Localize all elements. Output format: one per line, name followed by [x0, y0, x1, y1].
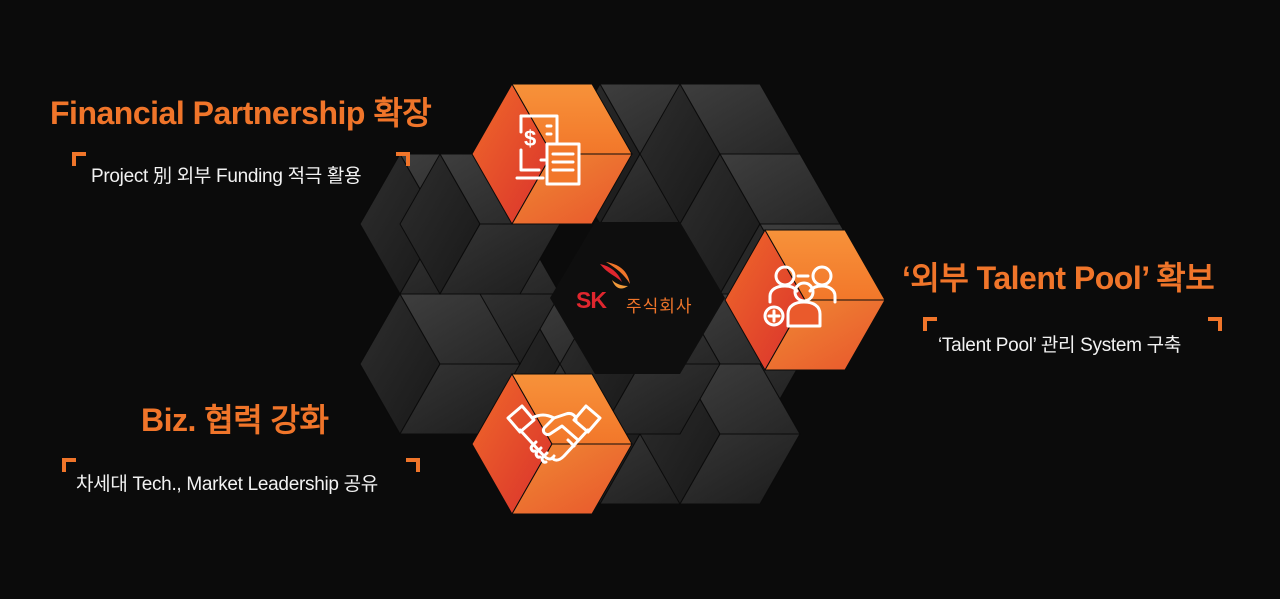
cube-face: [511, 373, 633, 445]
brand-name: SK: [576, 287, 607, 313]
company-name: 주식회사: [626, 297, 693, 316]
block-talent-subtitle: ‘Talent Pool’ 관리 System 구축: [938, 335, 1182, 356]
bracket-right: [396, 152, 410, 166]
svg-text:$: $: [524, 126, 536, 151]
bracket-right: [406, 458, 420, 472]
orange-cube: [471, 82, 633, 226]
butterfly-icon: [600, 262, 630, 289]
handshake-icon: [506, 404, 602, 464]
sk-logo: SK 주식회사: [576, 262, 706, 322]
block-biz-subtitle: 차세대 Tech., Market Leadership 공유: [76, 474, 378, 495]
bracket-left: [62, 458, 76, 472]
cube-face: [511, 83, 633, 155]
block-biz-title: Biz. 협력 강화: [141, 402, 329, 438]
people-add-icon: [763, 265, 837, 328]
finance-document-icon: $: [515, 114, 581, 186]
block-finance-subtitle: Project 別 외부 Funding 적극 활용: [91, 166, 362, 187]
block-finance-title: Financial Partnership 확장: [50, 95, 432, 131]
bracket-left: [923, 317, 937, 331]
center-hexagon: [550, 222, 725, 374]
bracket-right: [1208, 317, 1222, 331]
bracket-left: [72, 152, 86, 166]
cube-face: [764, 229, 886, 301]
block-talent-title: ‘외부 Talent Pool’ 확보: [902, 260, 1215, 296]
